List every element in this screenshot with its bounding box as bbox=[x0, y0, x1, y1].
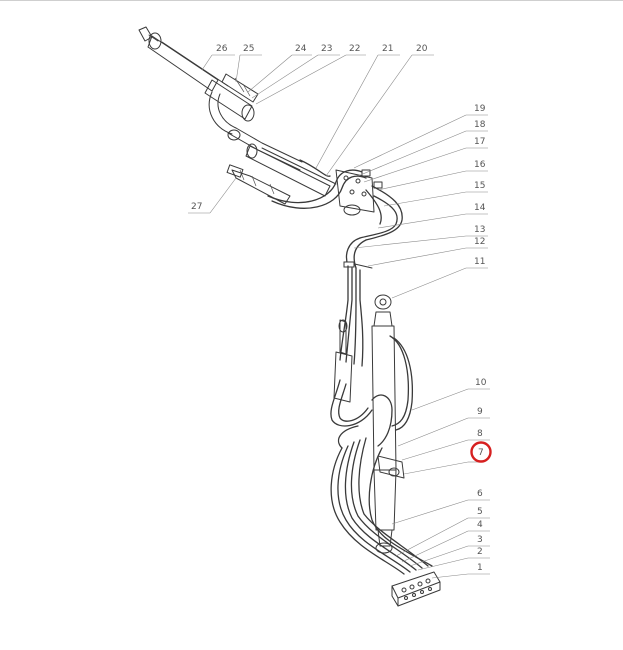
leader-lines bbox=[188, 54, 490, 579]
part-label-14: 14 bbox=[474, 203, 486, 213]
part-label-17: 17 bbox=[474, 137, 485, 147]
part-label-19: 19 bbox=[474, 104, 486, 114]
part-label-16: 16 bbox=[474, 160, 486, 170]
part-label-9: 9 bbox=[477, 407, 483, 417]
part-label-13: 13 bbox=[474, 225, 485, 235]
part-label-23: 23 bbox=[321, 44, 332, 54]
part-label-27: 27 bbox=[191, 202, 202, 212]
part-label-8: 8 bbox=[477, 429, 483, 439]
part-label-2: 2 bbox=[477, 547, 483, 557]
part-label-11: 11 bbox=[474, 257, 485, 267]
part-label-5: 5 bbox=[477, 507, 483, 517]
part-label-25: 25 bbox=[243, 44, 254, 54]
part-label-3: 3 bbox=[477, 535, 483, 545]
part-label-10: 10 bbox=[475, 378, 487, 388]
part-label-26: 26 bbox=[216, 44, 228, 54]
part-label-12: 12 bbox=[474, 237, 485, 247]
part-label-1: 1 bbox=[477, 563, 483, 573]
highlight-circle-part-7 bbox=[470, 441, 492, 463]
part-labels: 26 25 24 23 22 21 20 19 18 17 16 15 14 1… bbox=[191, 44, 487, 573]
mid-boom-section bbox=[226, 143, 403, 241]
lower-boom bbox=[330, 237, 441, 607]
part-label-20: 20 bbox=[416, 44, 428, 54]
part-label-22: 22 bbox=[349, 44, 360, 54]
top-border bbox=[0, 0, 623, 1]
part-label-4: 4 bbox=[477, 520, 483, 530]
part-label-24: 24 bbox=[295, 44, 307, 54]
part-label-15: 15 bbox=[474, 181, 485, 191]
part-label-21: 21 bbox=[382, 44, 393, 54]
part-label-6: 6 bbox=[477, 489, 483, 499]
part-label-18: 18 bbox=[474, 120, 486, 130]
part-label-7: 7 bbox=[478, 448, 484, 458]
